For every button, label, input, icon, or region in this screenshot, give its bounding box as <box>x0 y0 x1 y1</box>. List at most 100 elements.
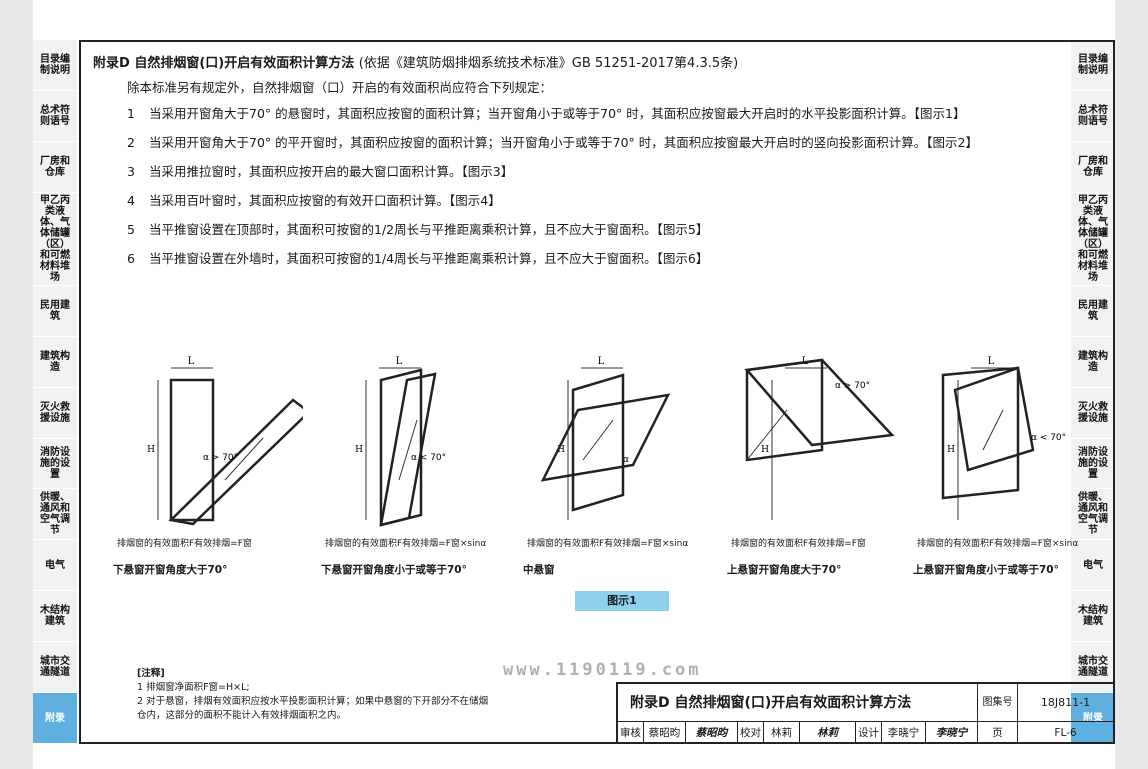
section-tab[interactable]: 目录编制说明 <box>33 40 77 91</box>
section-tab-label: 消防设施的设置 <box>40 446 70 480</box>
section-tab[interactable]: 总术符则语号 <box>1071 90 1115 142</box>
dim-height-label: H <box>761 445 769 455</box>
section-tab[interactable]: 厂房和仓库 <box>1071 141 1115 193</box>
checker-signature: 林莉 <box>800 722 856 744</box>
section-tab[interactable]: 电气 <box>33 540 77 592</box>
section-tab[interactable]: 甲乙丙类液体、气体储罐（区）和可燃材料堆场 <box>33 192 77 286</box>
check-label: 校对 <box>738 722 764 744</box>
figure-caption: 中悬窗 <box>523 564 555 576</box>
note-item: 2 对于悬窗，排烟有效面积应按水平投影面积计算；如果中悬窗的下开部分不在储烟 <box>137 696 489 707</box>
designer-name: 李晓宁 <box>882 722 926 744</box>
figure-caption: 上悬窗开窗角度大于70° <box>727 564 842 576</box>
section-tab-label: 供暖、通风和空气调节 <box>40 492 70 537</box>
section-tab[interactable]: 木结构建筑 <box>33 591 77 643</box>
rule-text: 当采用开窗角大于70° 的平开窗时，其面积应按窗的面积计算；当开窗角小于或等于7… <box>149 135 978 150</box>
section-tab-label: 民用建筑 <box>40 299 70 322</box>
drawing-frame <box>79 40 1115 744</box>
section-tab-label: 甲乙丙类液体、气体储罐（区）和可燃材料堆场 <box>40 194 70 283</box>
window-sketch: LHα > 70° <box>744 356 895 520</box>
section-tab-label: 木结构建筑 <box>40 605 70 628</box>
section-tab[interactable]: 附录 <box>1071 693 1115 745</box>
dim-height-label: H <box>355 445 363 455</box>
section-tab-label: 供暖、通风和空气调节 <box>1078 492 1108 537</box>
checker-name: 林莉 <box>764 722 800 744</box>
main-content: 附录D 自然排烟窗(口)开启有效面积计算方法 (依据《建筑防烟排烟系统技术标准》… <box>93 52 1103 277</box>
designer-signature: 李晓宁 <box>926 722 978 744</box>
rule-number: 6 <box>127 251 135 266</box>
section-tab[interactable]: 民用建筑 <box>33 285 77 337</box>
watermark: www.1190119.com <box>503 660 702 680</box>
rule-text: 当采用开窗角大于70° 的悬窗时，其面积应按窗的面积计算；当开窗角小于或等于70… <box>149 106 966 121</box>
reviewer-name: 蔡昭昀 <box>644 722 686 744</box>
section-tab[interactable]: 厂房和仓库 <box>33 141 77 193</box>
figure-label: 图示1 <box>575 591 669 611</box>
section-tab-label: 城市交通隧道 <box>1078 656 1108 679</box>
figure-caption: 上悬窗开窗角度小于或等于70° <box>913 564 1059 576</box>
section-tab-label: 灭火救援设施 <box>40 401 70 424</box>
section-tab[interactable]: 供暖、通风和空气调节 <box>33 489 77 541</box>
atlas-label: 图集号 <box>978 684 1018 722</box>
rule-number: 3 <box>127 164 135 179</box>
section-tab[interactable]: 木结构建筑 <box>1071 591 1115 643</box>
section-tab[interactable]: 消防设施的设置 <box>33 438 77 490</box>
section-tab-label: 厂房和仓库 <box>1078 155 1108 178</box>
section-tab[interactable]: 城市交通隧道 <box>33 642 77 694</box>
section-tab-label: 厂房和仓库 <box>40 155 70 178</box>
window-sketch: LHα <box>540 356 671 520</box>
section-tab-label: 消防设施的设置 <box>1078 446 1108 480</box>
section-tab-label: 电气 <box>45 559 65 571</box>
section-tab[interactable]: 灭火救援设施 <box>33 387 77 439</box>
rule-number: 2 <box>127 135 135 150</box>
right-section-tabs: 目录编制说明总术符则语号厂房和仓库甲乙丙类液体、气体储罐（区）和可燃材料堆场民用… <box>1071 40 1115 745</box>
section-tab-label: 建筑构造 <box>1078 350 1108 373</box>
dim-height-label: H <box>147 445 155 455</box>
rule-text: 当采用推拉窗时，其面积应按开启的最大窗口面积计算。【图示3】 <box>149 164 514 179</box>
section-tab[interactable]: 民用建筑 <box>1071 285 1115 337</box>
section-tab[interactable]: 电气 <box>1071 540 1115 592</box>
review-label: 审核 <box>618 722 644 744</box>
dim-length-label: L <box>598 356 605 367</box>
section-tab[interactable]: 消防设施的设置 <box>1071 438 1115 490</box>
section-tab[interactable]: 灭火救援设施 <box>1071 387 1115 439</box>
rule-item: 3 当采用推拉窗时，其面积应按开启的最大窗口面积计算。【图示3】 <box>127 161 1103 183</box>
section-tab-label: 甲乙丙类液体、气体储罐（区）和可燃材料堆场 <box>1078 194 1108 283</box>
section-tab[interactable]: 城市交通隧道 <box>1071 642 1115 694</box>
page-label: 页 <box>978 722 1018 744</box>
figure-formula: 排烟窗的有效面积F有效排烟=F窗×sinα <box>325 539 487 549</box>
window-sketch: LHα < 70° <box>355 356 446 527</box>
design-label: 设计 <box>856 722 882 744</box>
rule-number: 4 <box>127 193 135 208</box>
dim-length-label: L <box>188 356 195 367</box>
angle-label: α < 70° <box>1031 433 1066 443</box>
note-item: 仓内，这部分的面积不能计入有效排烟面积之内。 <box>137 710 347 721</box>
notes-heading: [注释] <box>137 668 165 679</box>
section-tab[interactable]: 建筑构造 <box>1071 336 1115 388</box>
section-tab[interactable]: 甲乙丙类液体、气体储罐（区）和可燃材料堆场 <box>1071 192 1115 286</box>
angle-label: α > 70° <box>835 381 870 391</box>
note-item: 1 排烟窗净面积F窗=H×L; <box>137 682 250 693</box>
section-tab-label: 附录 <box>1083 712 1103 724</box>
section-tab[interactable]: 建筑构造 <box>33 336 77 388</box>
section-tab-label: 木结构建筑 <box>1078 605 1108 628</box>
section-tab[interactable]: 附录 <box>33 693 77 745</box>
section-tab[interactable]: 目录编制说明 <box>1071 40 1115 91</box>
rule-number: 5 <box>127 222 135 237</box>
dim-height-label: H <box>947 445 955 455</box>
section-tab[interactable]: 供暖、通风和空气调节 <box>1071 489 1115 541</box>
title-main: 附录D 自然排烟窗(口)开启有效面积计算方法 <box>93 56 355 71</box>
section-tab[interactable]: 总术符则语号 <box>33 90 77 142</box>
figure-formula: 排烟窗的有效面积F有效排烟=F窗 <box>731 539 866 549</box>
rule-item: 2 当采用开窗角大于70° 的平开窗时，其面积应按窗的面积计算；当开窗角小于或等于… <box>127 132 1103 154</box>
atlas-number: 18J811-1 <box>1040 696 1091 709</box>
section-tab-label: 总术符则语号 <box>40 104 70 127</box>
section-tab-label: 城市交通隧道 <box>40 656 70 679</box>
